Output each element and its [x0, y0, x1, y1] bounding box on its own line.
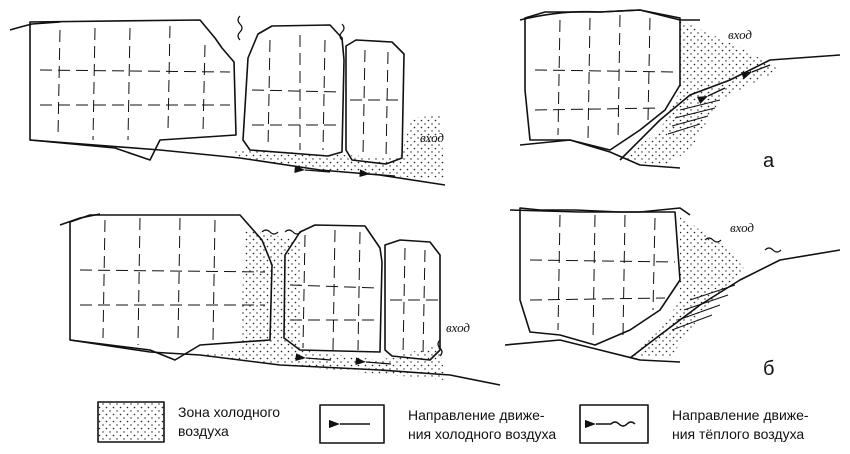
cave-floor [69, 339, 501, 386]
cave-floor [519, 139, 681, 169]
entry-label: вход [420, 130, 444, 145]
legend-text-cold-air-zone: Зона холодного воздуха [178, 404, 281, 439]
wavy-arrow-icon [261, 229, 279, 235]
rock-block [519, 207, 681, 346]
panel-a-left-section [9, 15, 446, 186]
wavy-arrow-icon [339, 23, 345, 41]
rock-block [283, 224, 383, 353]
wavy-arrow-icon [284, 229, 302, 235]
arrow-icon [359, 169, 396, 178]
arrow-icon [294, 165, 331, 174]
entry-label: вход [446, 320, 470, 335]
rock-block [69, 214, 273, 361]
legend-swatch-warm-air-direction [579, 404, 649, 444]
arrow-icon [355, 357, 392, 366]
wavy-arrow-icon [237, 15, 243, 41]
legend-text-cold-air-direction: Направление движе- ния холодного воздуха [408, 407, 557, 442]
slope-ground [619, 54, 841, 161]
rock-block [345, 39, 405, 165]
entry-label: вход [728, 27, 752, 42]
panel-a-right-section [519, 9, 841, 169]
wavy-arrow-icon [584, 419, 636, 429]
wavy-arrow-icon [437, 339, 443, 357]
rock-block [242, 24, 345, 157]
cave-roof [9, 21, 61, 31]
arrow-icon [295, 353, 332, 362]
arrow-icon [696, 87, 726, 104]
cold-air-zone [630, 215, 745, 358]
cave-floor [29, 139, 446, 186]
cave-floor [504, 339, 681, 363]
rock-block [29, 19, 237, 161]
cold-air-zone [235, 115, 445, 180]
entry-label: вход [730, 220, 754, 235]
rock-block [384, 239, 441, 361]
panel-label-b: б [763, 358, 775, 380]
legend-swatch-cold-air-direction [319, 404, 385, 444]
panel-b-left-section [59, 213, 501, 386]
wavy-arrow-icon [704, 237, 722, 243]
arrow-icon [740, 64, 771, 80]
panel-b-right-section [504, 207, 841, 363]
panel-label-a: а [763, 150, 775, 172]
cold-air-zone [200, 230, 445, 380]
legend-swatch-cold-air-zone [97, 401, 165, 443]
legend-text-warm-air-direction: Направление движе- ния тёплого воздуха [672, 407, 809, 442]
wavy-arrow-icon [764, 247, 782, 253]
slope-ground [629, 249, 841, 359]
rock-block [524, 9, 681, 151]
cold-air-zone [620, 20, 780, 165]
